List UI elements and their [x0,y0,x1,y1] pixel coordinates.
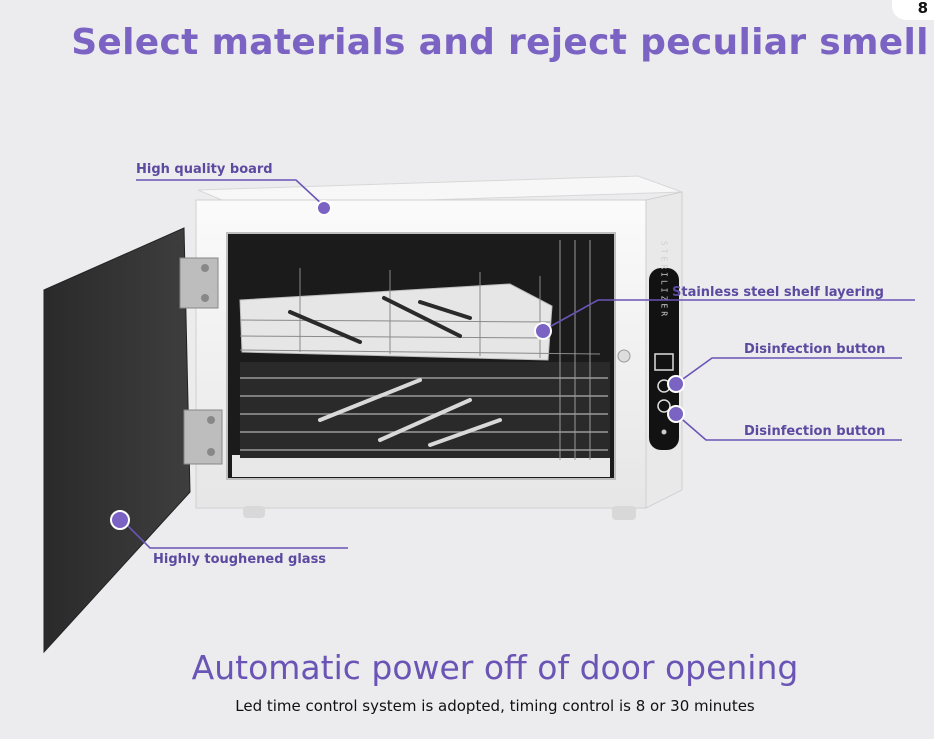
button2-marker [667,405,685,423]
callout-highly-toughened-glass: Highly toughened glass [153,552,327,567]
headline: Select materials and reject peculiar sme… [71,22,929,63]
interior-floor [232,455,610,477]
door-latch [617,349,631,363]
button2-leader [675,413,902,441]
hinge-bottom [183,409,223,465]
board-leader [136,179,325,207]
shelf-leader [543,299,915,331]
button1-marker [667,375,685,393]
panel-label: STERILIZER [660,241,669,319]
panel-button-2 [657,399,671,413]
hinge-top [179,257,219,309]
foot-left [243,506,265,518]
panel-indicator [661,429,667,435]
foot-right [612,506,636,520]
control-panel [649,268,679,450]
board-marker [316,200,332,216]
callout-disinfection-button-2: Disinfection button [744,424,886,439]
page-number-badge: 8 [892,0,934,20]
panel-display [654,353,674,371]
footer-subtitle: Led time control system is adopted, timi… [235,697,755,715]
lower-shelf [240,362,610,458]
footer-title: Automatic power off of door opening [191,648,799,687]
callout-disinfection-button-1: Disinfection button [744,342,886,357]
callout-high-quality-board: High quality board [136,162,273,177]
shelf-marker [534,322,552,340]
glass-door [43,227,191,654]
callout-stainless-steel-shelf: Stainless steel shelf layering [672,285,884,300]
button1-leader [675,357,902,385]
glass-leader [121,519,348,549]
glass-marker [110,510,130,530]
